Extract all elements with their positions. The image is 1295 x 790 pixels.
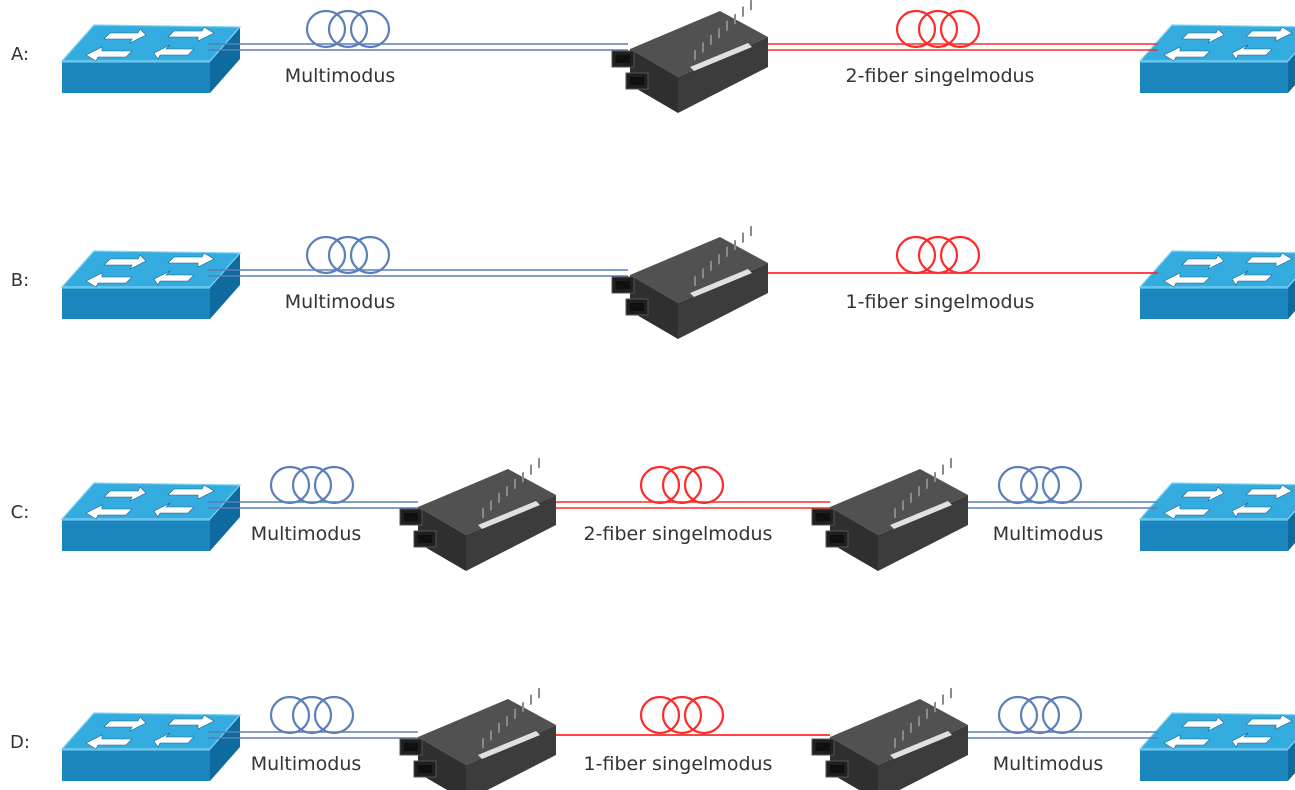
fiber-coil-icon xyxy=(305,235,391,275)
segment-label: 1-fiber singelmodus xyxy=(584,753,773,775)
network-switch-icon xyxy=(1139,24,1295,94)
network-switch-icon xyxy=(1139,482,1295,552)
segment-label: Multimodus xyxy=(251,523,362,545)
segment-label: Multimodus xyxy=(993,523,1104,545)
topology-row-d: D: Multimodus 1-fiber singelmodus Multimodu… xyxy=(10,687,1295,790)
fiber-coil-icon xyxy=(895,235,981,275)
segment-label: Multimodus xyxy=(993,753,1104,775)
fiber-coil-icon xyxy=(639,465,725,505)
topology-row-a: A: Multimodus 2-fiber singelmodus xyxy=(11,0,1295,114)
network-switch-icon xyxy=(61,712,241,782)
network-switch-icon xyxy=(61,24,241,94)
row-label: B: xyxy=(11,270,29,291)
network-switch-icon xyxy=(1139,250,1295,320)
media-converter-icon xyxy=(811,687,969,790)
row-label: A: xyxy=(11,44,29,65)
media-converter-icon xyxy=(399,687,557,790)
topology-row-b: B: Multimodus 1-fiber singelmodus xyxy=(11,225,1295,340)
segment-label: 2-fiber singelmodus xyxy=(584,523,773,545)
network-switch-icon xyxy=(1139,712,1295,782)
topology-row-c: C: Multimodus 2-fiber singelmodus Multimodu… xyxy=(11,457,1295,572)
fiber-coil-icon xyxy=(305,9,391,49)
row-label: C: xyxy=(11,502,30,523)
fiber-coil-icon xyxy=(639,695,725,735)
media-converter-icon xyxy=(611,225,769,340)
segment-label: Multimodus xyxy=(285,65,396,87)
network-switch-icon xyxy=(61,250,241,320)
fiber-coil-icon xyxy=(269,695,355,735)
segment-label: 1-fiber singelmodus xyxy=(846,291,1035,313)
fiber-coil-icon xyxy=(997,695,1083,735)
segment-label: Multimodus xyxy=(251,753,362,775)
media-converter-icon xyxy=(611,0,769,114)
segment-label: 2-fiber singelmodus xyxy=(846,65,1035,87)
media-converter-icon xyxy=(811,457,969,572)
media-converter-icon xyxy=(399,457,557,572)
row-label: D: xyxy=(10,732,30,753)
fiber-coil-icon xyxy=(269,465,355,505)
network-switch-icon xyxy=(61,482,241,552)
fiber-coil-icon xyxy=(997,465,1083,505)
segment-label: Multimodus xyxy=(285,291,396,313)
fiber-coil-icon xyxy=(895,9,981,49)
